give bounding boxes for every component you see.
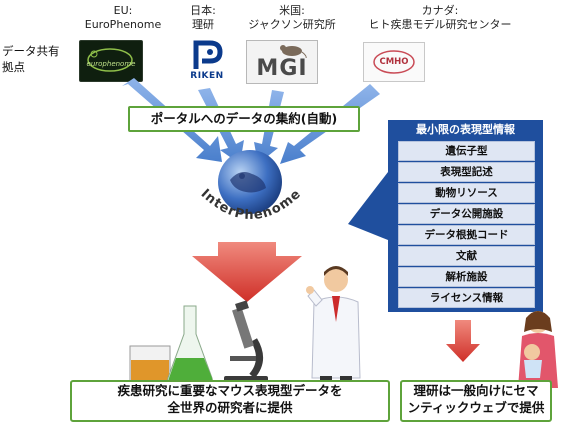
japan-header: 日本: 理研 [178, 4, 228, 32]
info-item: 遺伝子型 [398, 141, 535, 161]
bottom-left-caption: 疾患研究に重要なマウス表現型データを 全世界の研究者に提供 [70, 380, 390, 422]
canada-header: カナダ: ヒト疾患モデル研究センター [355, 4, 525, 32]
svg-text:InterPhenome: InterPhenome [198, 186, 305, 223]
riken-logo: RIKEN [188, 36, 226, 84]
cmho-logo: CMHO [363, 42, 425, 82]
canada-header-line2: ヒト疾患モデル研究センター [368, 18, 512, 31]
mouse-icon [280, 45, 307, 58]
scientist-icon [306, 266, 361, 384]
portal-caption: ポータルへのデータの集約(自動) [128, 106, 360, 132]
info-item: ライセンス情報 [398, 288, 535, 308]
europhenome-mouse-icon [87, 48, 133, 72]
eu-header-line2: EuroPhenome [84, 18, 162, 31]
eu-header: EU: EuroPhenome [78, 4, 168, 32]
info-panel-pointer [348, 172, 388, 240]
interphenome-label: InterPhenome [198, 186, 305, 223]
riken-logo-text: RIKEN [190, 71, 224, 81]
bottom-right-line2: ンティックウェブで提供 [407, 400, 545, 415]
europhenome-logo-text: europhenome [86, 60, 136, 68]
red-down-arrow [192, 242, 302, 302]
bottom-right-caption: 理研は一般向けにセマ ンティックウェブで提供 [400, 380, 552, 422]
usa-header-line2: ジャクソン研究所 [248, 18, 336, 31]
mgi-logo-text: MGI [256, 55, 308, 81]
family-icon [518, 311, 558, 388]
info-panel-title: 最小限の表現型情報 [416, 123, 515, 136]
bottom-right-line1: 理研は一般向けにセマ [413, 383, 539, 398]
japan-header-line2: 理研 [192, 18, 214, 31]
info-item: 文献 [398, 246, 535, 266]
small-red-arrow [446, 320, 480, 362]
interphenome-text: InterPhenome [198, 186, 304, 223]
japan-header-line1: 日本: [190, 4, 216, 17]
usa-header-line1: 米国: [279, 4, 305, 17]
mgi-logo: MGI [246, 40, 318, 84]
info-item: 動物リソース [398, 183, 535, 203]
cmho-logo-text: CMHO [379, 57, 409, 67]
data-sharing-label-line1: データ共有 [2, 44, 60, 58]
data-sharing-label: データ共有 拠点 [2, 43, 60, 75]
bottom-left-line1: 疾患研究に重要なマウス表現型データを [117, 383, 343, 398]
bottom-left-line2: 全世界の研究者に提供 [167, 400, 293, 415]
info-item: 表現型記述 [398, 162, 535, 182]
flask-icon [129, 305, 213, 387]
microscope-icon [224, 300, 268, 384]
info-item: 解析施設 [398, 267, 535, 287]
usa-header: 米国: ジャクソン研究所 [232, 4, 352, 32]
riken-emblem-icon [193, 40, 223, 69]
canada-header-line1: カナダ: [421, 4, 459, 17]
globe-icon [218, 150, 282, 214]
eu-header-line1: EU: [113, 4, 133, 17]
cmho-ring-icon [373, 50, 415, 74]
info-item: データ公開施設 [398, 204, 535, 224]
europhenome-logo: europhenome [79, 40, 143, 82]
info-item: データ根拠コード [398, 225, 535, 245]
data-sharing-label-line2: 拠点 [2, 60, 25, 74]
